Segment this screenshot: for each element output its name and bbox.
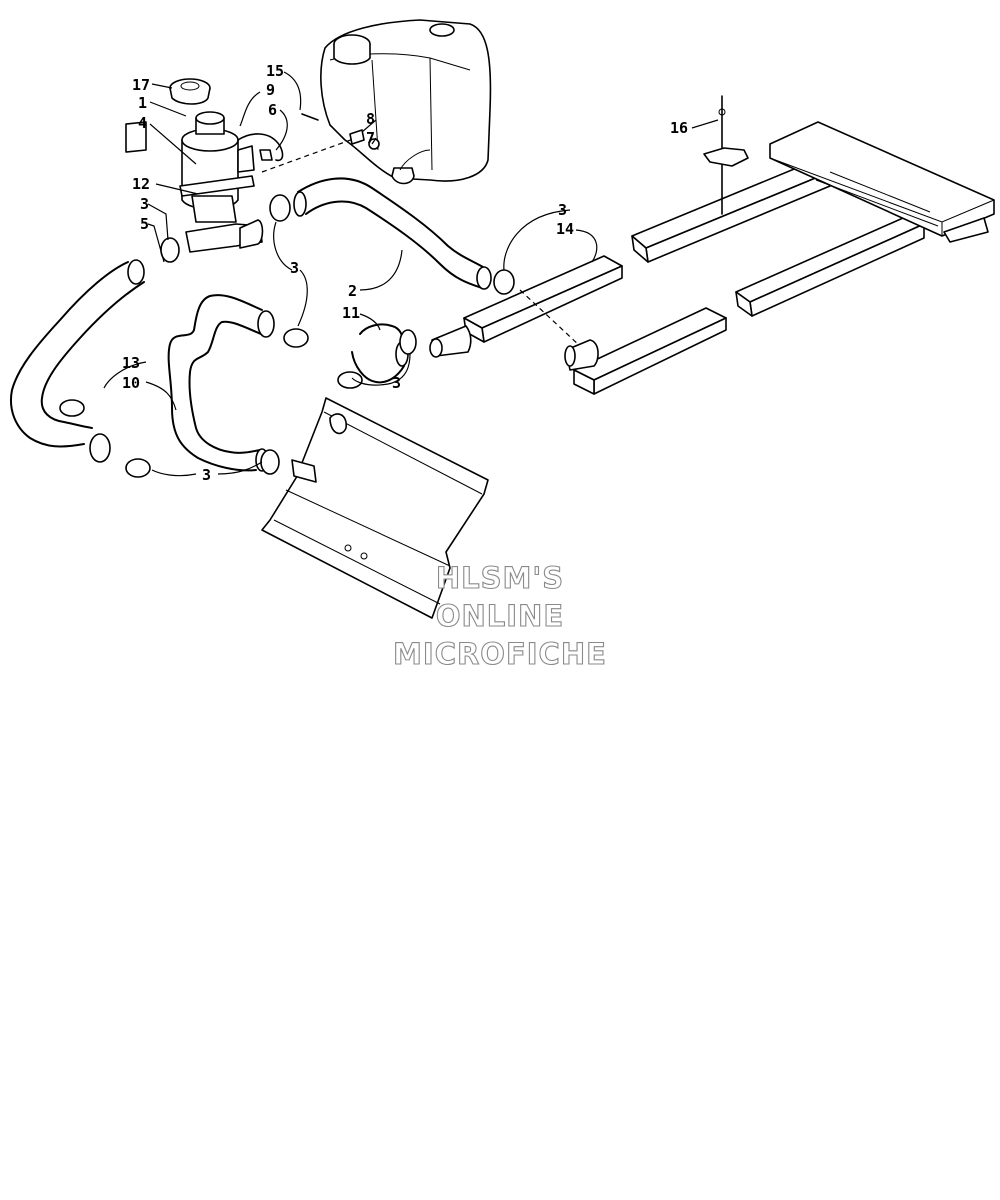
callout-13: 13 bbox=[122, 354, 140, 372]
callout-2: 2 bbox=[348, 282, 357, 300]
callout-9: 9 bbox=[266, 81, 275, 99]
watermark-line-1: HLSM'S bbox=[436, 561, 564, 595]
callout-5: 5 bbox=[140, 215, 149, 233]
callout-3-e: 3 bbox=[202, 466, 211, 484]
hose-2 bbox=[293, 177, 492, 290]
callout-17: 17 bbox=[132, 76, 150, 94]
callout-4: 4 bbox=[138, 114, 147, 132]
decal-4 bbox=[125, 121, 147, 153]
clip-16 bbox=[703, 95, 749, 215]
callout-6: 6 bbox=[268, 101, 277, 119]
hose-10 bbox=[167, 294, 275, 472]
callout-11: 11 bbox=[342, 304, 360, 322]
rear-heat-exchangers bbox=[631, 121, 995, 317]
radiator-cap bbox=[169, 78, 211, 105]
callout-12: 12 bbox=[132, 175, 150, 193]
heat-exchanger-14 bbox=[429, 255, 623, 358]
callout-14: 14 bbox=[556, 220, 574, 238]
coolant-tank bbox=[320, 19, 492, 185]
callout-16: 16 bbox=[670, 119, 688, 137]
callout-8: 8 bbox=[366, 110, 375, 128]
callout-3-c: 3 bbox=[558, 201, 567, 219]
screw-15 bbox=[301, 113, 319, 121]
callout-10: 10 bbox=[122, 374, 140, 392]
hose-5 bbox=[10, 259, 145, 463]
vent-hose-9 bbox=[237, 133, 284, 162]
callout-7: 7 bbox=[366, 129, 375, 147]
callout-1: 1 bbox=[138, 94, 147, 112]
callout-labels: 17 1 4 12 3 5 15 9 6 8 7 3 2 3 14 11 3 1… bbox=[122, 62, 688, 484]
leader-lines bbox=[103, 71, 719, 477]
fitting-8 bbox=[349, 129, 365, 145]
watermark-line-2: ONLINE bbox=[436, 599, 564, 633]
callout-3-b: 3 bbox=[290, 259, 299, 277]
callout-3-d: 3 bbox=[392, 374, 401, 392]
clip-6 bbox=[259, 149, 273, 161]
callout-15: 15 bbox=[266, 62, 284, 80]
clamp-7 bbox=[368, 138, 380, 150]
callout-3-a: 3 bbox=[140, 195, 149, 213]
clamps-3 bbox=[59, 194, 515, 478]
bracket-12 bbox=[179, 175, 255, 197]
watermark-line-3: MICROFICHE bbox=[393, 637, 607, 671]
heat-exchanger-lower bbox=[564, 307, 727, 395]
watermark: HLSM'S ONLINE MICROFICHE bbox=[393, 560, 607, 671]
panel-shroud bbox=[261, 397, 489, 619]
